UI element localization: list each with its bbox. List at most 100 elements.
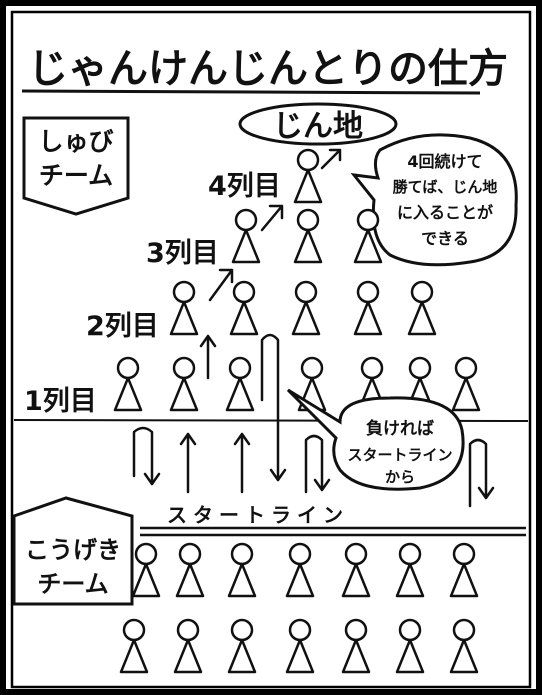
attacker-row2-5	[341, 618, 371, 674]
person-body	[131, 562, 161, 598]
defender-row2-1	[169, 280, 199, 336]
advance-arrow-to-row2	[199, 334, 217, 380]
person-head	[296, 208, 320, 232]
person-body	[173, 638, 203, 674]
attack-team-banner	[12, 496, 134, 606]
base-label: じん地	[273, 109, 363, 144]
advance-arrow-to-row3	[208, 268, 234, 302]
arrows-layer	[132, 148, 495, 508]
person-body	[395, 562, 425, 598]
defender-row1-7	[451, 356, 481, 412]
attacker-row1-3	[227, 542, 257, 598]
lose-note-line1: 負ければ	[366, 419, 434, 439]
row-label-1: 1列目	[24, 386, 97, 417]
defender-row1-2	[169, 356, 199, 412]
person-head	[230, 618, 254, 642]
person-head	[344, 618, 368, 642]
person-body	[449, 638, 479, 674]
defender-row3-2	[293, 208, 323, 264]
person-body	[353, 300, 383, 336]
attack-team-label-line1: こうげき	[25, 536, 121, 564]
defender-row2-5	[407, 280, 437, 336]
person-head	[172, 280, 196, 304]
person-body	[341, 562, 371, 598]
attacker-row2-3	[227, 618, 257, 674]
lose-note-line3: から	[385, 468, 415, 486]
person-body	[175, 562, 205, 598]
person-body	[285, 638, 315, 674]
attacker-row1-5	[341, 542, 371, 598]
person-head	[410, 280, 434, 304]
person-head	[172, 356, 196, 380]
attacker-row2-2	[173, 618, 203, 674]
person-head	[232, 280, 256, 304]
person-body	[285, 562, 315, 598]
person-body	[395, 638, 425, 674]
win-note-bubble	[350, 133, 518, 267]
person-head	[234, 208, 258, 232]
person-head	[122, 618, 146, 642]
person-body	[169, 376, 199, 412]
attacker-row1-6	[395, 542, 425, 598]
defender-row3-3	[353, 208, 383, 264]
defender-row1-1	[113, 356, 143, 412]
win-note-line2: 勝てば、じん地	[393, 178, 498, 196]
person-body	[293, 228, 323, 264]
start-up-arrow-3	[233, 432, 251, 494]
person-head	[288, 542, 312, 566]
person-head	[452, 542, 476, 566]
person-head	[300, 356, 324, 380]
defense-team-banner	[22, 116, 130, 216]
person-body	[227, 562, 257, 598]
attacker-row1-2	[175, 542, 205, 598]
title-underline	[21, 89, 481, 95]
inner-frame	[10, 10, 532, 689]
person-head	[454, 356, 478, 380]
person-head	[116, 356, 140, 380]
person-head	[398, 618, 422, 642]
lose-note-bubble	[286, 388, 465, 491]
row-label-4: 4列目	[208, 171, 281, 202]
start-loop-arrow-5	[468, 438, 495, 508]
defense-team-label-line1: しゅび	[38, 127, 113, 156]
attacker-row1-7	[449, 542, 479, 598]
person-body	[225, 376, 255, 412]
person-head	[230, 542, 254, 566]
person-head	[134, 542, 158, 566]
person-body	[231, 228, 261, 264]
row-label-3: 3列目	[146, 238, 219, 269]
person-head	[294, 280, 318, 304]
defender-row4-1	[293, 148, 323, 204]
defender-row2-2	[229, 280, 259, 336]
person-body	[227, 638, 257, 674]
person-head	[360, 356, 384, 380]
person-head	[176, 618, 200, 642]
advance-arrow-to-base	[320, 148, 342, 170]
start-loop-arrow-4	[304, 434, 331, 494]
defense-team-label-line2: チーム	[39, 161, 113, 190]
return-arrow-long	[260, 333, 287, 482]
person-body	[451, 376, 481, 412]
win-note-line1: 4回続けて	[407, 152, 482, 171]
attacker-row1-1	[131, 542, 161, 598]
person-body	[341, 638, 371, 674]
base-oval	[238, 102, 398, 146]
person-body	[449, 562, 479, 598]
person-head	[408, 356, 432, 380]
person-body	[119, 638, 149, 674]
person-body	[293, 168, 323, 204]
person-head	[356, 280, 380, 304]
win-note-line3: に入ることが	[397, 203, 493, 222]
person-head	[178, 542, 202, 566]
attacker-row2-6	[395, 618, 425, 674]
page-title: じゃんけんじんとりの仕方	[28, 46, 508, 92]
start-loop-arrow-1	[132, 426, 161, 486]
lose-note-line2: スタートライン	[347, 446, 452, 464]
person-body	[169, 300, 199, 336]
defender-row2-3	[291, 280, 321, 336]
person-head	[228, 356, 252, 380]
person-body	[229, 300, 259, 336]
attacker-row2-4	[285, 618, 315, 674]
